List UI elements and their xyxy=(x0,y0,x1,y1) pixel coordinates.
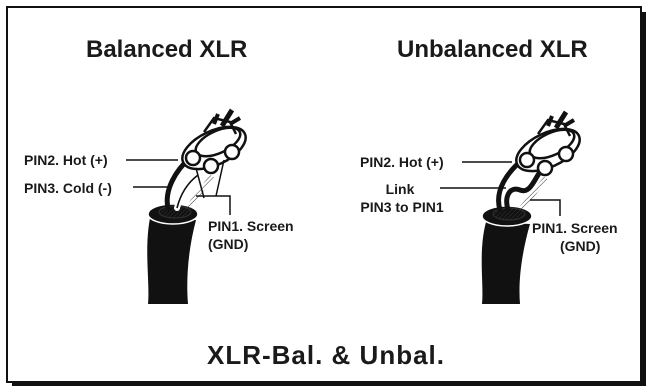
balanced-xlr-drawing xyxy=(126,108,247,304)
unbalanced-xlr-drawing xyxy=(440,110,581,304)
frame-shadow-bottom xyxy=(12,381,646,386)
balanced-title: Balanced XLR xyxy=(86,36,248,63)
unbalanced-link-label-line1: Link xyxy=(385,181,415,197)
unbalanced-title: Unbalanced XLR xyxy=(397,36,588,63)
unbalanced-link-label-line2: PIN3 to PIN1 xyxy=(360,199,444,215)
unbalanced-link-wire xyxy=(504,169,543,213)
diagram-caption: XLR-Bal. & Unbal. xyxy=(206,340,445,370)
unbalanced-pin2-label: PIN2. Hot (+) xyxy=(360,154,444,170)
balanced-pin2-label: PIN2. Hot (+) xyxy=(24,152,108,168)
unbalanced-connector xyxy=(515,110,581,177)
balanced-cable-jacket xyxy=(147,218,196,304)
balanced-connector xyxy=(181,108,247,199)
balanced-pin1-leader xyxy=(196,195,231,215)
frame-shadow-right xyxy=(640,12,646,381)
diagram-frame xyxy=(6,6,642,383)
balanced-screen-wire xyxy=(185,174,215,210)
unbalanced-pin1-label-line1: PIN1. Screen xyxy=(532,220,618,236)
unbalanced-screen-wire xyxy=(518,176,548,212)
balanced-pin1-label-line2: (GND) xyxy=(208,236,249,252)
unbalanced-pin1-leader xyxy=(530,199,561,216)
balanced-pin3-label: PIN3. Cold (-) xyxy=(24,180,112,196)
unbalanced-pin1-label-line2: (GND) xyxy=(560,238,601,254)
unbalanced-cable-jacket xyxy=(481,222,530,304)
balanced-cold-wire xyxy=(174,172,201,211)
balanced-pin1-label-line1: PIN1. Screen xyxy=(208,218,294,234)
